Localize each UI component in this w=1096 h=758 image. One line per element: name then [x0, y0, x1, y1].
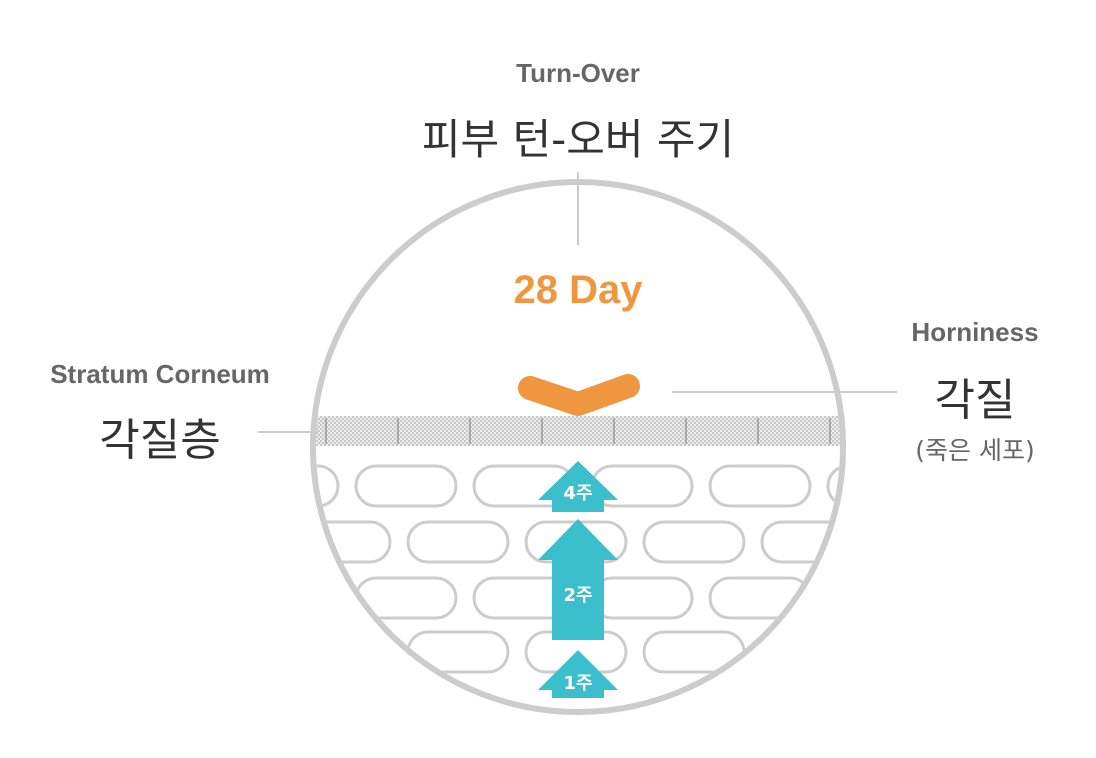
- stratum-label-ko: 각질층: [99, 415, 221, 466]
- week-label: 2주: [563, 585, 592, 606]
- skin-cell: [354, 464, 458, 508]
- skin-cell: [880, 522, 980, 562]
- stratum-label-en: Stratum Corneum: [50, 359, 270, 389]
- horniness-label-ko: 각질: [934, 375, 1016, 426]
- week-arrow-3: 1주: [538, 650, 618, 698]
- week-arrow-1: 4주: [538, 461, 618, 512]
- title-en: Turn-Over: [516, 58, 640, 88]
- skin-cell: [406, 630, 510, 674]
- skin-cell: [316, 576, 340, 620]
- skin-cell: [880, 632, 980, 672]
- arrow-up-icon: [538, 519, 618, 640]
- week-label: 4주: [563, 483, 592, 504]
- horniness-sub-label: (죽은 세포): [915, 436, 1035, 465]
- week-label: 1주: [563, 673, 592, 694]
- arrow-up-icon: [538, 461, 618, 512]
- skin-cell: [760, 520, 840, 564]
- skin-cell: [316, 630, 392, 674]
- skin-cell: [316, 464, 340, 508]
- skin-cell: [708, 464, 812, 508]
- title-ko: 피부 턴-오버 주기: [421, 115, 735, 164]
- horniness-label-en: Horniness: [911, 317, 1039, 347]
- skin-cell: [826, 576, 840, 620]
- stratum-corneum-layer: [316, 416, 840, 446]
- week-arrow-2: 2주: [538, 519, 618, 640]
- skin-cell: [316, 520, 392, 564]
- dead-cell-chevron: [518, 374, 640, 416]
- skin-cell: [826, 464, 840, 508]
- skin-cell: [590, 576, 694, 620]
- skin-cell: [406, 520, 510, 564]
- skin-cell: [642, 520, 746, 564]
- cycle-label: 28 Day: [513, 268, 643, 312]
- skin-cell: [760, 630, 840, 674]
- arrow-up-icon: [538, 650, 618, 698]
